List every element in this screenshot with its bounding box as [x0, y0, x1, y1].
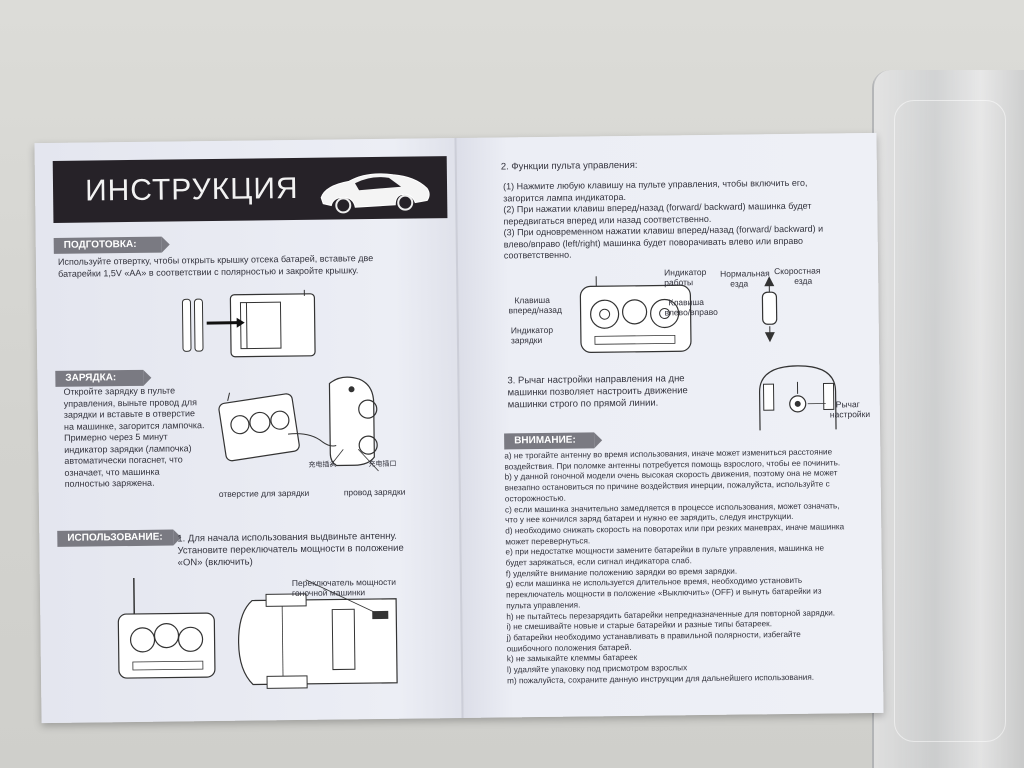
lever-text: 3. Рычаг настройки направления на дне ма… — [507, 372, 747, 411]
page-title: ИНСТРУКЦИЯ — [84, 171, 299, 208]
label-work-indicator: Индикатор — [664, 266, 707, 278]
label-lr-key-2: влево/вправо — [664, 306, 718, 318]
use-text: 1. Для начала использования выдвиньте ан… — [177, 530, 457, 569]
label-work-indicator-2: работы — [664, 277, 694, 288]
car-direction-icon — [754, 276, 785, 343]
instruction-booklet: ИНСТРУКЦИЯ ПОДГОТОВКА: Используйте отвер… — [34, 132, 884, 724]
label-charge-wire: провод зарядки — [343, 486, 406, 498]
label-lever-2: настройки — [829, 408, 871, 420]
title-bar: ИНСТРУКЦИЯ — [52, 156, 448, 223]
car-underside-diagram — [236, 589, 407, 691]
label-normal-drive-2: езда — [730, 278, 749, 289]
label-charge-hole: отверстие для зарядки — [218, 487, 310, 499]
warning-text: а) не трогайте антенну во время использо… — [504, 447, 875, 687]
remote-control-diagram — [574, 275, 695, 356]
label-charge-indicator: Индикатор — [510, 324, 554, 336]
section-heading-use: ИСПОЛЬЗОВАНИЕ: — [57, 529, 174, 547]
label-fast-drive-2: езда — [794, 275, 813, 286]
label-power-switch-2: гоночной машинки — [291, 587, 366, 599]
label-fwd-key: Клавиша — [514, 294, 550, 306]
label-lever: Рычаг — [835, 399, 860, 410]
charge-text: Откройте зарядку в пульте управления, вы… — [63, 385, 224, 490]
section-heading-warning: ВНИМАНИЕ: — [504, 432, 595, 450]
section-heading-charge: ЗАРЯДКА: — [55, 369, 144, 387]
battery-diagram — [176, 288, 327, 362]
label-cn-plug: 充电插头 — [308, 461, 337, 469]
adjustment-lever-diagram — [753, 361, 844, 432]
right-page: 2. Функции пульта управления: (1) Нажмит… — [456, 132, 884, 718]
left-page: ИНСТРУКЦИЯ ПОДГОТОВКА: Используйте отвер… — [34, 138, 464, 724]
section-heading-prep: ПОДГОТОВКА: — [53, 236, 162, 254]
remote-with-antenna-diagram — [110, 573, 221, 684]
charging-diagram — [217, 373, 408, 485]
lever-line: машинки строго по прямой линии. — [507, 397, 659, 411]
label-charge-indicator-2: зарядки — [510, 334, 543, 346]
plastic-packaging — [872, 70, 1024, 768]
functions-heading: 2. Функции пульта управления: — [500, 159, 638, 173]
use-line: «ON» (включить) — [177, 556, 253, 569]
prep-text: Используйте отвертку, чтобы открыть крыш… — [57, 253, 374, 279]
label-cn-socket: 充电插口 — [368, 460, 397, 469]
label-lr-key: Клавиша — [668, 296, 704, 308]
charge-line: полностью заряжена. — [64, 477, 155, 489]
sports-car-icon — [320, 173, 430, 214]
charge-line: на машинке, загорится лампочка. — [63, 419, 205, 432]
label-fwd-key-2: вперед/назад — [508, 304, 562, 316]
functions-text: (1) Нажмите любую клавишу на пульте упра… — [503, 177, 864, 262]
label-power-switch: Переключатель мощности — [291, 576, 397, 589]
